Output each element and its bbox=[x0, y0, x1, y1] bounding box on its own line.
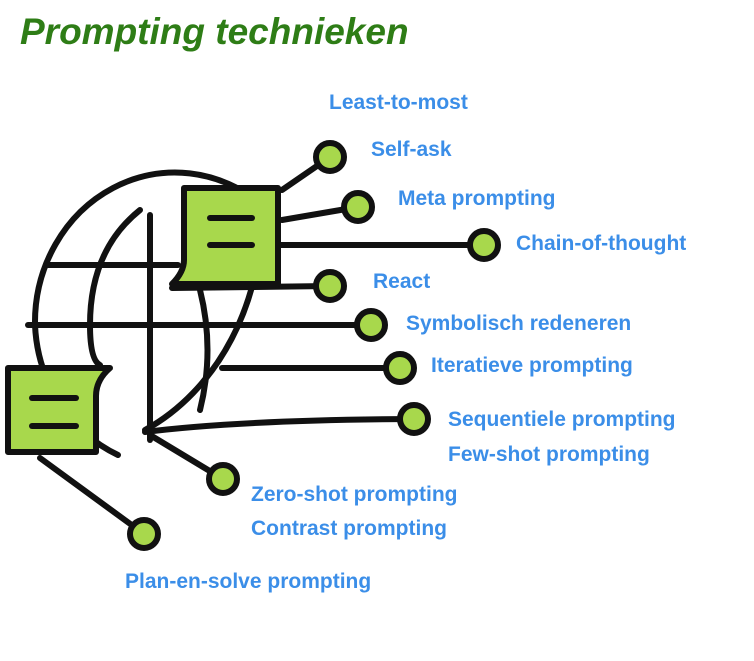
label-self-ask: Self-ask bbox=[371, 138, 452, 161]
label-meta-prompting: Meta prompting bbox=[398, 187, 556, 210]
chat-bubble-icon bbox=[5, 365, 113, 455]
label-zero-shot-prompting: Zero-shot prompting bbox=[251, 483, 458, 506]
node-dot bbox=[341, 190, 375, 224]
node-dot bbox=[127, 517, 161, 551]
node-dot bbox=[313, 140, 347, 174]
label-least-to-most: Least-to-most bbox=[329, 91, 468, 114]
page-title: Prompting technieken bbox=[20, 11, 409, 52]
node-dot bbox=[313, 269, 347, 303]
node-dot bbox=[467, 228, 501, 262]
label-iteratieve-prompting: Iteratieve prompting bbox=[431, 354, 633, 377]
label-sequentiele-prompting: Sequentiele prompting bbox=[448, 408, 676, 431]
node-dot bbox=[354, 308, 388, 342]
node-dot bbox=[383, 351, 417, 385]
label-plan-en-solve-prompting: Plan-en-solve prompting bbox=[125, 570, 372, 593]
label-react: React bbox=[373, 270, 431, 293]
node-dot bbox=[397, 402, 431, 436]
label-chain-of-thought: Chain-of-thought bbox=[516, 232, 687, 255]
node-dot bbox=[206, 462, 240, 496]
label-symbolisch-redeneren: Symbolisch redeneren bbox=[406, 312, 632, 335]
chat-bubble-icon bbox=[169, 185, 281, 287]
label-contrast-prompting: Contrast prompting bbox=[251, 517, 447, 540]
label-few-shot-prompting: Few-shot prompting bbox=[448, 443, 650, 466]
